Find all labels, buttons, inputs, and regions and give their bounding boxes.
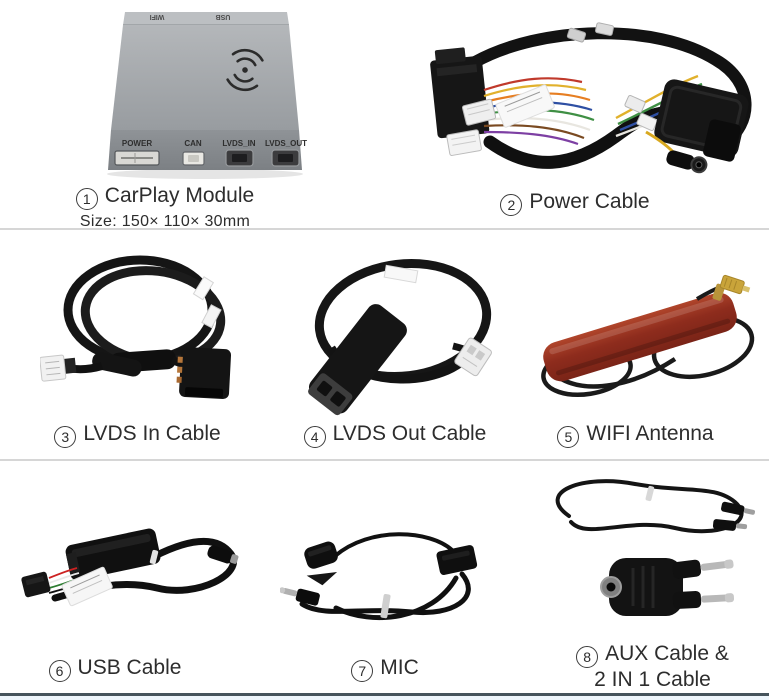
lvds-in-cable-illustration bbox=[40, 255, 232, 400]
power-port-label: POWER bbox=[122, 139, 152, 148]
power-cable-mid-white-connectors bbox=[624, 94, 658, 132]
lvds-in-white-connector bbox=[40, 354, 77, 382]
item-4-number-badge: 4 bbox=[303, 426, 326, 448]
lvds-out-black-connector bbox=[308, 304, 407, 416]
usb-cable-image bbox=[15, 478, 245, 628]
power-cable-left-connector bbox=[430, 47, 490, 139]
item-1-size-note: Size: 150× 110× 30mm bbox=[79, 213, 251, 230]
aux-plug-1 bbox=[721, 501, 756, 516]
lvds-in-cable-image bbox=[40, 248, 250, 413]
mic-inline-box bbox=[436, 545, 478, 575]
module-usb-label: USB bbox=[216, 13, 231, 20]
usb-cable-tie bbox=[149, 549, 159, 565]
rca-plug-bottom bbox=[672, 591, 735, 609]
item-5-label: WIFI Antenna bbox=[586, 422, 714, 445]
aux-and-2in1-image bbox=[525, 468, 765, 628]
lvds-in-junction-wrap-2 bbox=[92, 352, 142, 377]
row-divider-2 bbox=[0, 459, 769, 461]
lvds-out-port-label: LVDS_OUT bbox=[265, 139, 307, 148]
item-8-caption: 8 AUX Cable & 2 IN 1 Cable bbox=[545, 642, 760, 691]
item-2-number-badge: 2 bbox=[500, 194, 523, 216]
module-shadow bbox=[107, 169, 303, 179]
item-8-label-line1: AUX Cable & bbox=[605, 642, 729, 665]
lvds-in-label-tags bbox=[192, 276, 222, 329]
power-cable-right-connector bbox=[654, 79, 749, 162]
item-4-label: LVDS Out Cable bbox=[332, 422, 487, 445]
lvds-out-label-tag bbox=[383, 264, 419, 284]
aux-2in1-illustration bbox=[555, 479, 756, 616]
mic-head bbox=[304, 541, 338, 586]
item-1-label: CarPlay Module bbox=[104, 184, 255, 207]
item-1-number-badge: 1 bbox=[75, 188, 98, 210]
mic-image bbox=[280, 488, 505, 633]
item-3-number-badge: 3 bbox=[54, 426, 77, 448]
power-cable-label-sticker bbox=[495, 84, 555, 128]
lvds-out-cable-illustration bbox=[308, 258, 492, 416]
antenna-blade bbox=[543, 292, 737, 382]
usb-cable-illustration bbox=[21, 528, 239, 607]
lvds-out-white-connector bbox=[454, 337, 492, 377]
wireless-signal-icon bbox=[226, 48, 264, 92]
power-cable-white-connector-a bbox=[461, 98, 497, 126]
lvds-out-cable-image bbox=[285, 248, 500, 418]
carplay-module-illustration: WIFI USB POWER CAN LVDS_IN LVDS_OUT bbox=[107, 12, 307, 179]
wifi-antenna-illustration bbox=[541, 274, 755, 397]
carplay-module-image: WIFI USB POWER CAN LVDS_IN LVDS_OUT bbox=[95, 8, 315, 180]
item-3-label: LVDS In Cable bbox=[83, 422, 221, 445]
can-port-label: CAN bbox=[184, 139, 202, 148]
item-6-number-badge: 6 bbox=[48, 660, 71, 682]
item-1-caption: 1 CarPlay Module Size: 150× 110× 30mm bbox=[60, 184, 270, 231]
aux-cable-loop bbox=[555, 479, 744, 534]
module-top-edge-labels: WIFI USB bbox=[150, 13, 231, 20]
usb-label-sticker bbox=[61, 566, 113, 607]
mic-lower-cable-2 bbox=[333, 575, 459, 620]
item-2-label: Power Cable bbox=[529, 190, 650, 213]
wifi-antenna-image bbox=[525, 255, 760, 415]
mic-jack-plug bbox=[280, 587, 320, 606]
usb-right-plug bbox=[207, 545, 239, 564]
rca-plug-top bbox=[672, 559, 734, 579]
item-8-number-badge: 8 bbox=[576, 646, 599, 668]
mic-upper-cable bbox=[333, 532, 454, 558]
power-cable-small-connectors-top bbox=[566, 22, 614, 43]
item-6-caption: 6 USB Cable bbox=[15, 656, 215, 682]
item-6-label: USB Cable bbox=[77, 656, 182, 679]
aux-cable-tie bbox=[645, 485, 655, 502]
power-cable-white-connector-b bbox=[446, 129, 482, 156]
lvds-in-port-label: LVDS_IN bbox=[222, 139, 255, 148]
usb-small-connector bbox=[21, 571, 51, 598]
item-5-caption: 5 WIFI Antenna bbox=[528, 422, 743, 448]
item-3-caption: 3 LVDS In Cable bbox=[30, 422, 245, 448]
item-5-number-badge: 5 bbox=[557, 426, 580, 448]
bottom-accent-line bbox=[0, 693, 769, 696]
item-2-caption: 2 Power Cable bbox=[460, 190, 690, 216]
module-wifi-label: WIFI bbox=[150, 13, 165, 20]
power-cable-image bbox=[420, 20, 765, 185]
power-cable-barrel-jack bbox=[666, 150, 708, 174]
row-divider-1 bbox=[0, 228, 769, 230]
lvds-in-black-connector bbox=[176, 347, 232, 400]
item-7-caption: 7 MIC bbox=[310, 656, 460, 682]
usb-a-female-housing bbox=[65, 528, 161, 581]
module-top-face bbox=[111, 25, 299, 130]
power-cable-illustration bbox=[430, 22, 752, 174]
aux-plug-2 bbox=[712, 519, 748, 531]
bottom-strip bbox=[0, 696, 769, 700]
item-7-label: MIC bbox=[380, 656, 419, 679]
item-8-label-line2: 2 IN 1 Cable bbox=[594, 668, 711, 691]
item-4-caption: 4 LVDS Out Cable bbox=[285, 422, 505, 448]
module-ports bbox=[114, 149, 300, 167]
module-back-edge bbox=[123, 12, 289, 25]
item-7-number-badge: 7 bbox=[351, 660, 374, 682]
module-port-labels: POWER CAN LVDS_IN LVDS_OUT bbox=[122, 139, 307, 148]
mic-illustration bbox=[280, 532, 478, 620]
mic-cable-tie bbox=[380, 593, 391, 619]
sma-connector bbox=[712, 274, 751, 301]
two-in-one-adapter bbox=[600, 558, 735, 616]
